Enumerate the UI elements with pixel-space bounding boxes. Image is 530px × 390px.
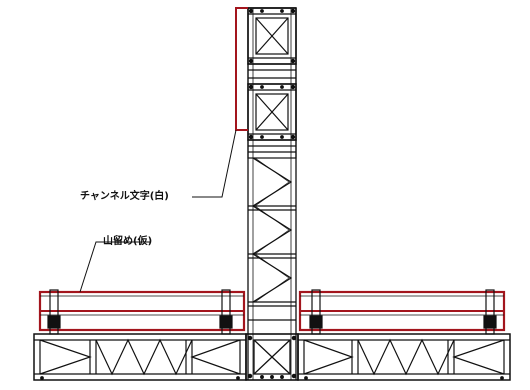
upper-box-panel [247, 7, 297, 65]
channel-letter-outline [235, 7, 248, 131]
yamadome-label: 山留め(仮) [103, 236, 153, 247]
yamadome-leader [79, 241, 150, 293]
channel-text-leader [192, 129, 237, 198]
channel-text-label: チャンネル文字(白) [80, 191, 169, 202]
tower-lattice-section [247, 139, 297, 321]
left-retaining-rails [38, 290, 246, 332]
right-rail-posts [309, 289, 497, 335]
right-retaining-rails [298, 290, 506, 332]
left-rail-posts [47, 289, 233, 335]
tower-base-box [245, 333, 299, 381]
right-base-truss [297, 333, 511, 381]
tower-joint-band [247, 63, 297, 85]
middle-box-panel [247, 83, 297, 141]
left-base-truss [33, 333, 247, 381]
